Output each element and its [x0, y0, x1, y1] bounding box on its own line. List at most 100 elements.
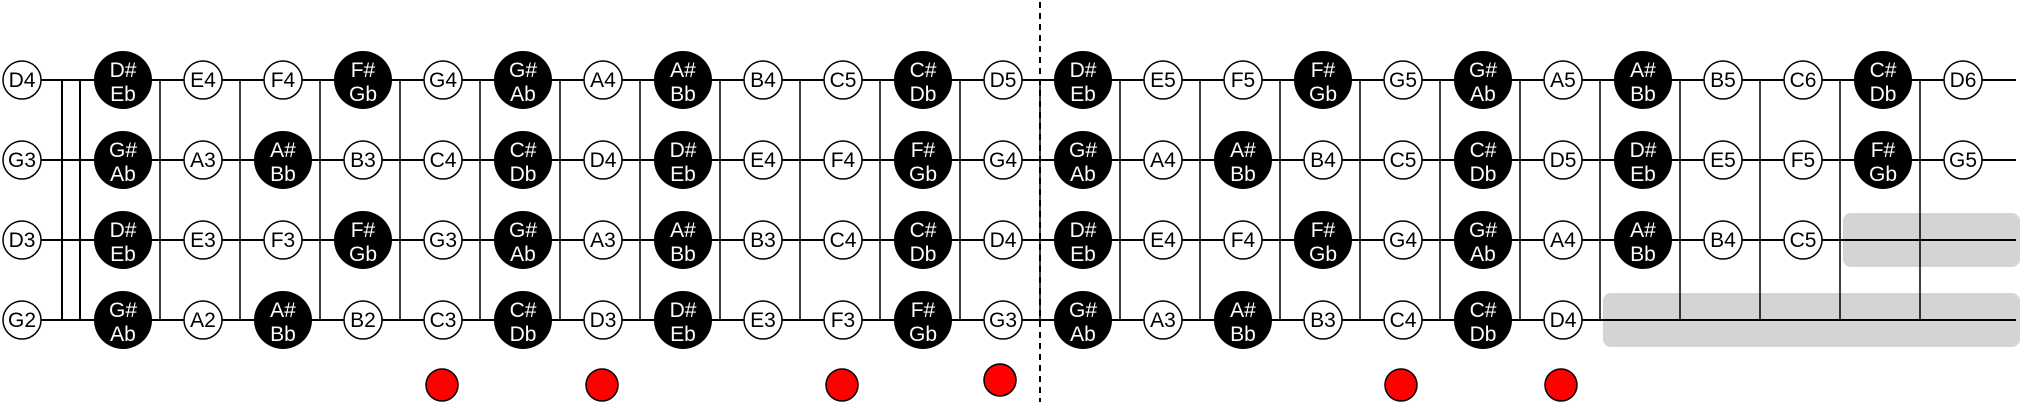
sharp-label: C#	[1470, 139, 1497, 162]
sharp-label: F#	[1871, 139, 1896, 162]
accidental-note-circle	[894, 211, 952, 269]
note-label: E5	[1710, 149, 1736, 172]
note-circle	[983, 300, 1023, 340]
note-label: F5	[1791, 149, 1816, 172]
accidental-note-circle	[654, 291, 712, 349]
accidental-note-circle	[1214, 131, 1272, 189]
accidental-note-circle	[94, 291, 152, 349]
note-circle	[343, 300, 383, 340]
note-label: E5	[1150, 69, 1176, 92]
note-label: G5	[1949, 149, 1977, 172]
note-label: D3	[9, 229, 36, 252]
note-label: D3	[590, 309, 617, 332]
sharp-label: C#	[1870, 59, 1897, 82]
flat-label: Gb	[349, 83, 377, 106]
flat-label: Gb	[909, 323, 937, 346]
note-circle	[2, 300, 42, 340]
note-label: C6	[1790, 69, 1817, 92]
sharp-label: C#	[1470, 299, 1497, 322]
flat-label: Eb	[670, 163, 696, 186]
accidental-note-circle	[1214, 291, 1272, 349]
note-circle	[1783, 140, 1823, 180]
note-label: A3	[590, 229, 616, 252]
note-label: E3	[750, 309, 776, 332]
note-label: C3	[430, 309, 457, 332]
flat-label: Db	[1470, 163, 1497, 186]
accidental-note-circle	[254, 291, 312, 349]
accidental-note-circle	[494, 211, 552, 269]
note-circle	[823, 220, 863, 260]
sharp-label: D#	[1070, 59, 1097, 82]
note-label: C4	[1390, 309, 1417, 332]
note-circle	[1303, 300, 1343, 340]
note-circle	[2, 60, 42, 100]
sharp-label: F#	[911, 139, 936, 162]
sharp-label: G#	[109, 299, 137, 322]
flat-label: Ab	[1470, 83, 1496, 106]
sharp-label: G#	[509, 219, 537, 242]
note-label: G3	[8, 149, 36, 172]
flat-label: Db	[910, 83, 937, 106]
sharp-label: D#	[110, 219, 137, 242]
sharp-label: F#	[351, 219, 376, 242]
accidental-note-circle	[894, 291, 952, 349]
accidental-note-circle	[94, 131, 152, 189]
accidental-note-circle	[494, 291, 552, 349]
sharp-label: C#	[910, 219, 937, 242]
note-circle	[263, 60, 303, 100]
note-circle	[743, 300, 783, 340]
note-label: B3	[1310, 309, 1336, 332]
note-label: F4	[1231, 229, 1256, 252]
note-label: E4	[750, 149, 776, 172]
note-label: F4	[831, 149, 856, 172]
flat-label: Bb	[1230, 323, 1256, 346]
accidental-note-circle	[1294, 51, 1352, 109]
note-circle	[983, 140, 1023, 180]
note-circle	[1383, 220, 1423, 260]
flat-label: Gb	[349, 243, 377, 266]
accidental-note-circle	[94, 211, 152, 269]
note-label: F4	[271, 69, 296, 92]
accidental-note-circle	[334, 211, 392, 269]
note-label: A2	[190, 309, 216, 332]
flat-label: Bb	[1230, 163, 1256, 186]
sharp-label: F#	[1311, 219, 1336, 242]
sharp-label: D#	[1630, 139, 1657, 162]
note-circle	[1383, 300, 1423, 340]
note-circle	[1543, 300, 1583, 340]
note-label: G3	[989, 309, 1017, 332]
accidental-note-circle	[254, 131, 312, 189]
flat-label: Eb	[110, 83, 136, 106]
flat-label: Eb	[1070, 243, 1096, 266]
note-label: A4	[590, 69, 616, 92]
sharp-label: G#	[1469, 219, 1497, 242]
fret-markers	[425, 363, 1578, 402]
note-label: B2	[350, 309, 376, 332]
fret-marker-dot	[1544, 368, 1578, 402]
note-label: E4	[1150, 229, 1176, 252]
note-label: E4	[190, 69, 216, 92]
note-circle	[183, 140, 223, 180]
note-label: F3	[831, 309, 856, 332]
note-circle	[1703, 220, 1743, 260]
note-circle	[183, 220, 223, 260]
accidental-note-circle	[1454, 131, 1512, 189]
sharp-label: D#	[110, 59, 137, 82]
note-circle	[1703, 140, 1743, 180]
note-circle	[1303, 140, 1343, 180]
accidental-note-circle	[494, 51, 552, 109]
sharp-label: G#	[109, 139, 137, 162]
note-circle	[1543, 60, 1583, 100]
note-circle	[1783, 60, 1823, 100]
note-label: B4	[750, 69, 776, 92]
note-label: B3	[350, 149, 376, 172]
flat-label: Db	[1870, 83, 1897, 106]
flat-label: Bb	[1630, 83, 1656, 106]
note-label: B4	[1710, 229, 1736, 252]
note-circle	[1543, 140, 1583, 180]
accidental-note-circle	[654, 51, 712, 109]
sharp-label: A#	[670, 219, 696, 242]
note-circle	[2, 140, 42, 180]
sharp-label: C#	[510, 139, 537, 162]
accidental-note-circle	[1054, 131, 1112, 189]
